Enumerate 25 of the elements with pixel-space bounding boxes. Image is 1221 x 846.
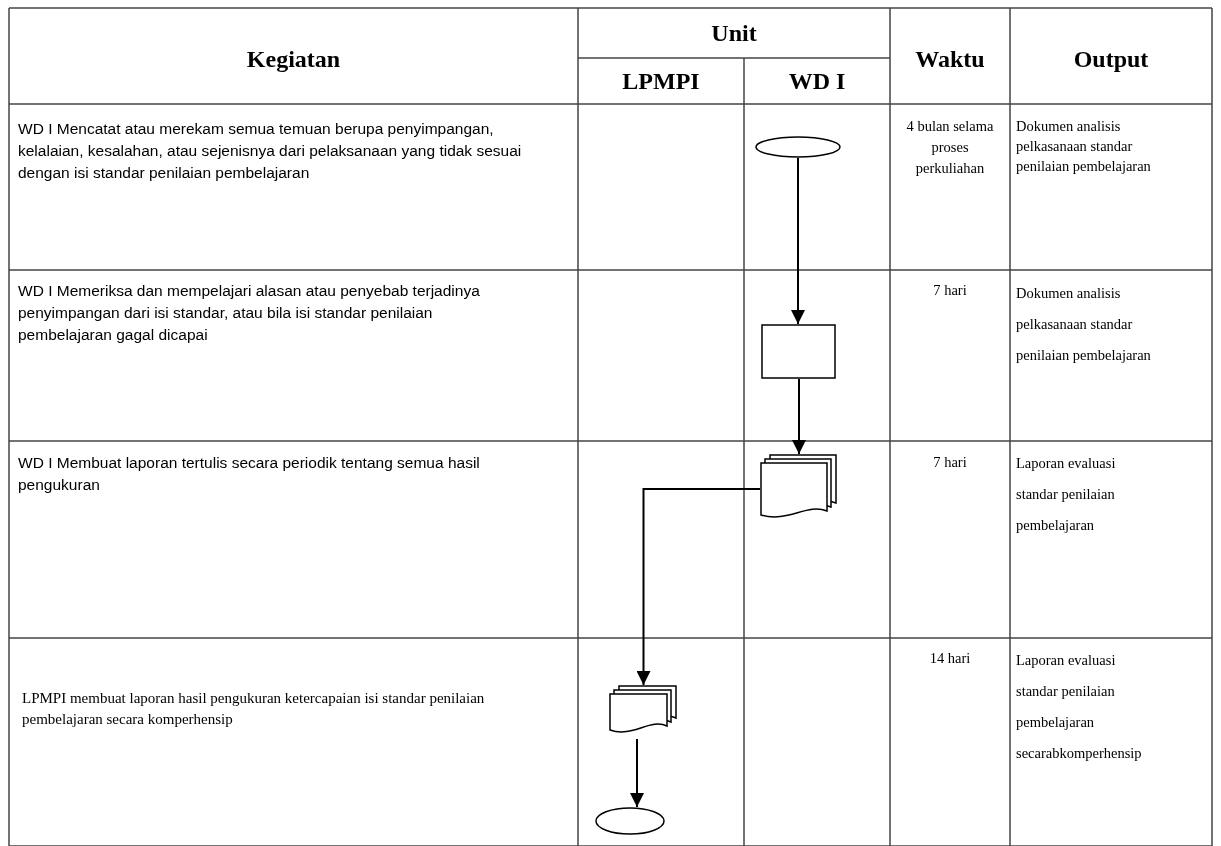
output-text: Laporan evaluasi standar penilaian pembelajaran [1016, 454, 1117, 535]
output-text: Dokumen analisis pelkasanaan standar penilaian pembelajaran [1016, 284, 1152, 365]
duration-text: 7 hari [932, 453, 968, 472]
column-header: Kegiatan [245, 46, 342, 73]
output-text: Laporan evaluasi standar penilaian pembelajaran secarabkomperhensip [1016, 651, 1143, 763]
duration-text: 14 hari [928, 649, 972, 668]
column-header: LPMPI [621, 68, 701, 95]
activity-text: WD I Memeriksa dan mempelajari alasan atau penyebab terjadinya penyimpangan dari isi standar, atau bila isi standar penilaian pembelajaran gagal dicapai [18, 281, 481, 345]
column-header: Output [1072, 46, 1150, 73]
terminator-ellipse [755, 136, 841, 158]
activity-text: LPMPI membuat laporan hasil pengukuran ketercapaian isi standar penilaian pembelajaran secara komperhensip [22, 689, 486, 729]
output-text: Dokumen analisis pelkasanaan standar penilaian pembelajaran [1016, 117, 1152, 176]
arrow [636, 488, 761, 686]
column-header: WD I [787, 68, 847, 95]
activity-text: WD I Membuat laporan tertulis secara periodik tentang semua hasil pengukuran [18, 453, 481, 495]
arrow [630, 738, 644, 808]
arrow [791, 157, 805, 325]
duration-text: 4 bulan selama proses perkuliahan [905, 117, 995, 178]
column-header: Unit [710, 20, 758, 47]
activity-text: WD I Mencatat atau merekam semua temuan berupa penyimpangan, kelalaian, kesalahan, atau sejenisnya dari pelaksanaan yang tidak sesuai dengan isi standar penilaian pembelajaran [18, 119, 523, 183]
arrow [792, 378, 806, 455]
process-box [761, 324, 836, 379]
duration-text: 7 hari [932, 281, 968, 300]
column-header: Waktu [914, 46, 986, 73]
terminator-ellipse [595, 807, 665, 835]
